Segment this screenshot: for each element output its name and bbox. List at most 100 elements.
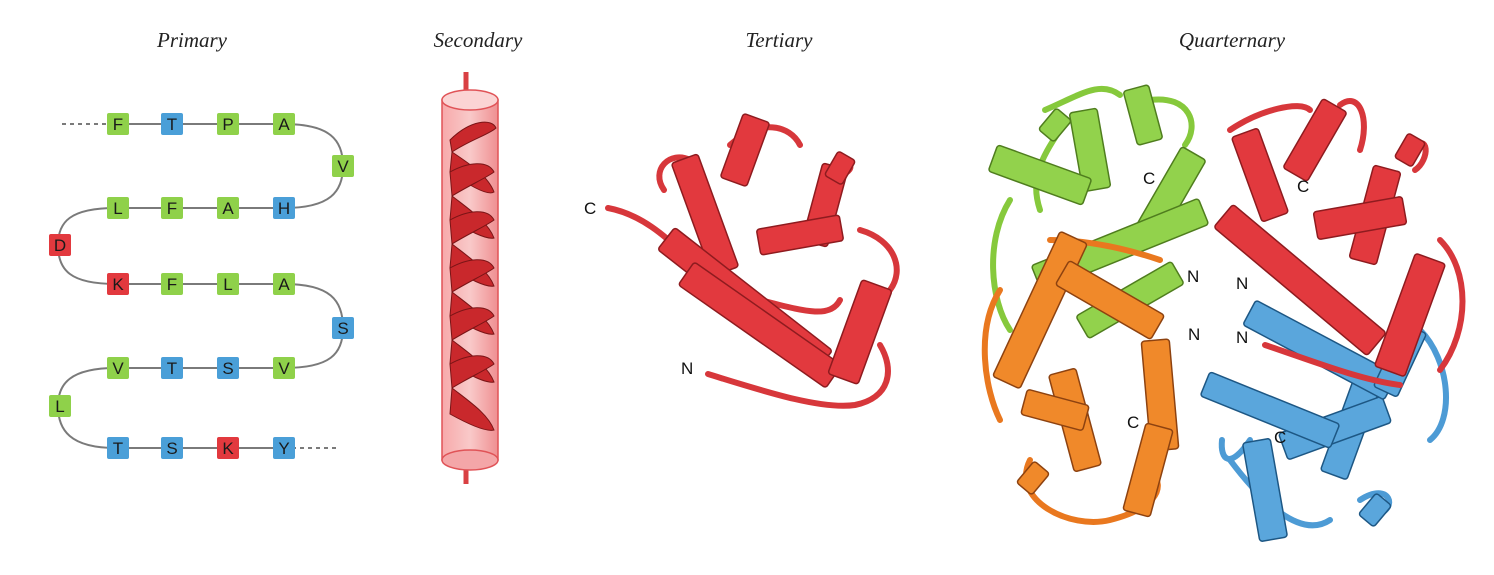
residue-letter: F [167,199,177,218]
residue-swatch [273,357,295,379]
residue-letter: H [278,199,290,218]
residue-box: K [107,273,129,295]
tertiary-title: Tertiary [745,28,813,52]
quarternary-title: Quarternary [1178,28,1286,52]
residue-letter: T [113,439,123,458]
residue-box: Y [273,437,295,459]
tertiary-n-terminus: N [681,359,693,378]
terminus-label: C [1127,413,1139,432]
residue-swatch [161,437,183,459]
residue-swatch [273,113,295,135]
residue-box: S [161,437,183,459]
residue-box: S [217,357,239,379]
residue-box: V [107,357,129,379]
residue-letter: A [278,115,290,134]
residue-box: L [107,197,129,219]
residue-swatch [107,197,129,219]
tertiary-c-terminus: C [584,199,596,218]
residue-letter: V [278,359,290,378]
residue-swatch [161,113,183,135]
terminus-label: N [1187,267,1199,286]
residue-swatch [161,197,183,219]
residue-letter: F [113,115,123,134]
residue-swatch [217,357,239,379]
residue-letter: K [112,275,124,294]
terminus-label: N [1236,274,1248,293]
residue-box: L [217,273,239,295]
residue-swatch [332,317,354,339]
secondary-title: Secondary [433,28,523,52]
terminus-label: N [1188,325,1200,344]
terminus-label: N [1236,328,1248,347]
residue-swatch [217,437,239,459]
residue-box: D [49,234,71,256]
residue-box: V [273,357,295,379]
residue-letter: V [112,359,124,378]
residue-box: S [332,317,354,339]
primary-structure: F T P A V L F A H D K F L A S V T S V L T S K Y [49,113,354,459]
residue-box: A [273,273,295,295]
residue-swatch [107,357,129,379]
residue-swatch [49,395,71,417]
residue-swatch [107,273,129,295]
residue-letter: K [222,439,234,458]
residue-box: L [49,395,71,417]
residue-letter: S [222,359,233,378]
residue-swatch [273,197,295,219]
residue-letter: A [222,199,234,218]
residue-box: H [273,197,295,219]
terminus-label: C [1143,169,1155,188]
residue-swatch [49,234,71,256]
residue-box: P [217,113,239,135]
residue-swatch [332,155,354,177]
residue-letter: Y [278,439,289,458]
residue-letter: V [337,157,349,176]
residue-box: A [273,113,295,135]
primary-title: Primary [157,28,227,52]
subunit-orange [981,231,1180,525]
primary-residues: F T P A V L F A H D K F L A S V T S V L T S K Y [49,113,354,459]
residue-swatch [161,357,183,379]
quarternary-structure: C C N N N N C C [981,84,1466,542]
residue-box: T [107,437,129,459]
helix-cylinder-top [441,89,499,111]
residue-letter: P [222,115,233,134]
terminus-label: C [1297,177,1309,196]
residue-box: K [217,437,239,459]
residue-swatch [217,113,239,135]
subunit-blue [1200,300,1449,542]
residue-swatch [217,273,239,295]
residue-letter: F [167,275,177,294]
residue-swatch [217,197,239,219]
residue-swatch [273,437,295,459]
tertiary-structure: C N [584,113,900,409]
residue-letter: S [166,439,177,458]
residue-swatch [107,437,129,459]
residue-letter: S [337,319,348,338]
residue-box: V [332,155,354,177]
residue-letter: A [278,275,290,294]
secondary-structure [441,72,499,484]
residue-box: F [107,113,129,135]
residue-box: T [161,113,183,135]
residue-box: F [161,273,183,295]
primary-backbone [56,123,345,449]
residue-box: F [161,197,183,219]
subunit-red [1214,98,1466,388]
residue-letter: T [167,115,177,134]
residue-swatch [107,113,129,135]
terminus-label: C [1274,428,1286,447]
residue-letter: L [113,199,122,218]
residue-letter: T [167,359,177,378]
residue-letter: D [54,236,66,255]
tertiary-helices [658,113,893,388]
residue-letter: L [223,275,232,294]
residue-swatch [273,273,295,295]
residue-box: T [161,357,183,379]
residue-swatch [161,273,183,295]
residue-letter: L [55,397,64,416]
quarternary-terminus-labels: C C N N N N C C [1127,169,1309,447]
residue-box: A [217,197,239,219]
alpha-helix-ribbon [449,121,497,431]
